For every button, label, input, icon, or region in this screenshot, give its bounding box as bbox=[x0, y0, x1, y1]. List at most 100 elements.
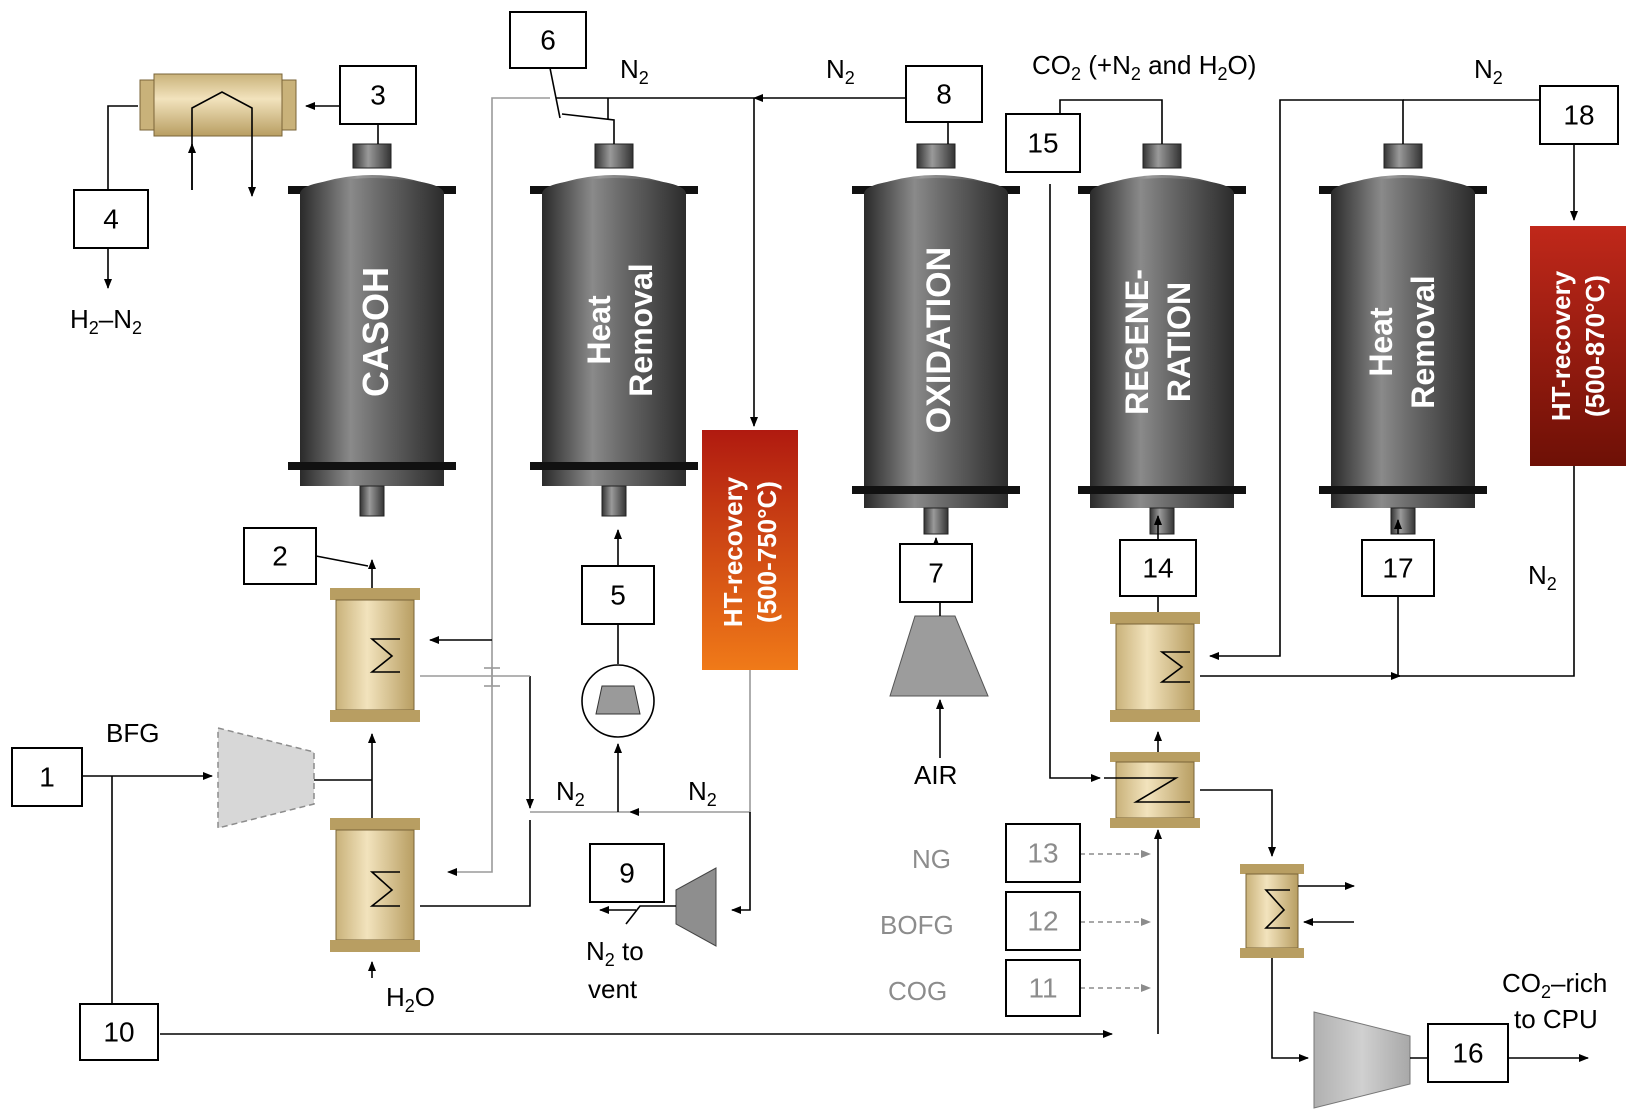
regeneration-line2: RATION bbox=[1161, 282, 1197, 402]
ht-recovery-unit-1: HT-recovery (500-750°C) bbox=[702, 430, 798, 670]
n2-sub-3: 2 bbox=[1493, 68, 1503, 88]
co2rich-rest: –rich bbox=[1551, 968, 1607, 998]
vent-n: N bbox=[586, 936, 605, 966]
stream-box-5[interactable]: 5 bbox=[581, 565, 655, 625]
n2-label-mid-1: N2 bbox=[556, 776, 585, 810]
stream-number-5: 5 bbox=[610, 580, 626, 611]
ht-recovery-2-line2: (500-870°C) bbox=[1580, 275, 1610, 417]
ng-label: NG bbox=[912, 844, 951, 874]
stream-box-16[interactable]: 16 bbox=[1427, 1023, 1509, 1083]
stream-number-15: 15 bbox=[1027, 128, 1058, 159]
stream-box-11[interactable]: 11 bbox=[1005, 959, 1081, 1017]
n2-label-right: N2 bbox=[1528, 560, 1557, 594]
stream-box-4[interactable]: 4 bbox=[73, 189, 149, 249]
h2-n2-label: H2–N2 bbox=[70, 304, 142, 338]
co2-rich-line2: to CPU bbox=[1514, 1004, 1598, 1034]
stream-box-9[interactable]: 9 bbox=[589, 843, 665, 903]
heat-removal-1-line2: Removal bbox=[623, 263, 659, 396]
co2-and: and H bbox=[1141, 50, 1218, 80]
h2-sub: 2 bbox=[89, 318, 99, 338]
h2-h: H bbox=[70, 304, 89, 334]
ht-recovery-2-line1: HT-recovery bbox=[1546, 270, 1576, 421]
co2rich-sub: 2 bbox=[1541, 982, 1551, 1002]
n2-n-4: N bbox=[1528, 560, 1547, 590]
n2-n-2: N bbox=[826, 54, 845, 84]
heat-exchanger-top bbox=[139, 73, 297, 190]
stream-number-9: 9 bbox=[619, 858, 635, 889]
n2-label-top-1: N2 bbox=[620, 54, 649, 88]
stream-number-3: 3 bbox=[370, 80, 386, 111]
stream-number-14: 14 bbox=[1142, 553, 1173, 584]
co2-label: CO2 (+N2 and H2O) bbox=[1032, 50, 1256, 84]
stream-number-2: 2 bbox=[272, 541, 288, 572]
stream-box-14[interactable]: 14 bbox=[1119, 539, 1197, 597]
h2o-o: O bbox=[415, 982, 435, 1012]
stream-box-15[interactable]: 15 bbox=[1005, 113, 1081, 173]
n2-sub-a: 2 bbox=[132, 318, 142, 338]
stream-box-17[interactable]: 17 bbox=[1361, 539, 1435, 597]
blower-pump bbox=[581, 664, 655, 738]
n2-sub-1: 2 bbox=[639, 68, 649, 88]
h2o-sub: 2 bbox=[405, 996, 415, 1016]
stream-box-13[interactable]: 13 bbox=[1005, 823, 1081, 883]
stream-box-7[interactable]: 7 bbox=[899, 543, 973, 603]
stream-number-12: 12 bbox=[1027, 906, 1058, 937]
co2-h2o-sub: 2 bbox=[1217, 64, 1227, 84]
heat-exchanger-casoh-lower bbox=[330, 818, 420, 952]
n2-sub-6: 2 bbox=[707, 790, 717, 810]
co2-compressor bbox=[1313, 1011, 1411, 1109]
co2rich-co: CO bbox=[1502, 968, 1541, 998]
regeneration-line1: REGENE- bbox=[1119, 269, 1155, 415]
stream-box-6[interactable]: 6 bbox=[509, 11, 587, 69]
n2-sub-5: 2 bbox=[575, 790, 585, 810]
heat-removal-2-line2: Removal bbox=[1405, 275, 1441, 408]
reactor-oxidation: OXIDATION bbox=[852, 143, 1020, 535]
n2-label-top-3: N2 bbox=[1474, 54, 1503, 88]
co2-n2-sub: 2 bbox=[1131, 64, 1141, 84]
heat-exchanger-cooler bbox=[1240, 864, 1304, 958]
stream-box-12[interactable]: 12 bbox=[1005, 891, 1081, 951]
stream-box-2[interactable]: 2 bbox=[243, 527, 317, 585]
air-label: AIR bbox=[914, 760, 957, 790]
stream-box-3[interactable]: 3 bbox=[339, 65, 417, 125]
bofg-label: BOFG bbox=[880, 910, 954, 940]
heat-exchanger-regen-lower bbox=[1104, 752, 1200, 828]
ht-recovery-unit-2: HT-recovery (500-870°C) bbox=[1530, 226, 1626, 466]
cog-label: COG bbox=[888, 976, 947, 1006]
stream-number-11: 11 bbox=[1028, 973, 1057, 1004]
stream-box-18[interactable]: 18 bbox=[1539, 85, 1619, 145]
bfg-label: BFG bbox=[106, 718, 159, 748]
vent-to: to bbox=[615, 936, 644, 966]
co2-rich-line1: CO2–rich bbox=[1502, 968, 1607, 1002]
reactor-heat-removal-1: Heat Removal bbox=[530, 143, 698, 517]
n2-sub-4: 2 bbox=[1547, 574, 1557, 594]
stream-box-10[interactable]: 10 bbox=[79, 1003, 159, 1061]
bfg-compressor bbox=[217, 727, 315, 829]
ht-recovery-1-line1: HT-recovery bbox=[718, 476, 748, 627]
oxidation-label: OXIDATION bbox=[920, 247, 958, 433]
n2-n-6: N bbox=[688, 776, 707, 806]
co2-co: CO bbox=[1032, 50, 1071, 80]
h2n2-dash: –N bbox=[99, 304, 132, 334]
stream-number-7: 7 bbox=[928, 558, 944, 589]
n2-to-vent-line1: N2 to bbox=[586, 936, 644, 970]
stream-number-17: 17 bbox=[1382, 553, 1413, 584]
reactor-regeneration: REGENE- RATION bbox=[1078, 143, 1246, 535]
n2-label-top-2: N2 bbox=[826, 54, 855, 88]
stream-box-8[interactable]: 8 bbox=[905, 65, 983, 123]
stream-number-8: 8 bbox=[936, 79, 952, 110]
n2-n-1: N bbox=[620, 54, 639, 84]
stream-box-1[interactable]: 1 bbox=[11, 747, 83, 807]
heat-exchanger-regen-upper bbox=[1110, 612, 1200, 722]
h2o-h: H bbox=[386, 982, 405, 1012]
heat-removal-2-line1: Heat bbox=[1363, 307, 1399, 377]
stream-number-18: 18 bbox=[1563, 100, 1594, 131]
co2-rest: (+N bbox=[1081, 50, 1131, 80]
ht-recovery-1-line2: (500-750°C) bbox=[752, 481, 782, 623]
h2o-label: H2O bbox=[386, 982, 435, 1016]
air-compressor bbox=[889, 615, 989, 697]
heat-exchanger-casoh-upper bbox=[330, 588, 420, 722]
n2-n-3: N bbox=[1474, 54, 1493, 84]
n2-sub-2: 2 bbox=[845, 68, 855, 88]
